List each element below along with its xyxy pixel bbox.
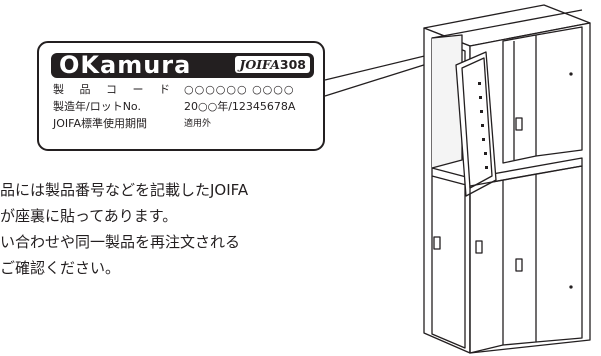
handle-lower-left <box>433 236 441 250</box>
standard-use-period-value: 適用外 <box>184 119 212 129</box>
certification-number: 308 <box>279 57 306 72</box>
joifa-product-label: OKamura JOIFA308 製 品 コ ー ド ○○○○○○ ○○○○ 製… <box>37 41 325 151</box>
manufacture-lot-label: 製造年/ロットNo. <box>53 100 141 113</box>
handle-upper-right <box>515 117 523 131</box>
product-code-value: ○○○○○○ ○○○○ <box>184 83 295 96</box>
label-notice-text: 品には製品番号などを記載したJOIFA が座裏に貼ってあります。 い合わせや同一… <box>0 177 400 281</box>
handle-lower-right <box>515 258 523 272</box>
notice-line: が座裏に貼ってあります。 <box>0 207 178 225</box>
standard-use-period-label: JOIFA標準使用期間 <box>53 117 147 130</box>
product-code-label: 製 品 コ ー ド <box>53 83 176 96</box>
notice-line: い合わせや同一製品を再注文される <box>0 233 241 251</box>
notice-line: 品には製品番号などを記載したJOIFA <box>0 181 249 199</box>
certification-badge: JOIFA308 <box>235 56 310 73</box>
manufacture-lot-value: 20○○年/12345678A <box>184 100 296 113</box>
handle-lower-middle <box>475 240 483 254</box>
certification-org: JOIFA <box>239 57 280 72</box>
brand-bar: OKamura JOIFA308 <box>51 51 314 79</box>
notice-line: ご確認ください。 <box>0 259 121 277</box>
brand-logo: OKamura <box>59 51 192 79</box>
